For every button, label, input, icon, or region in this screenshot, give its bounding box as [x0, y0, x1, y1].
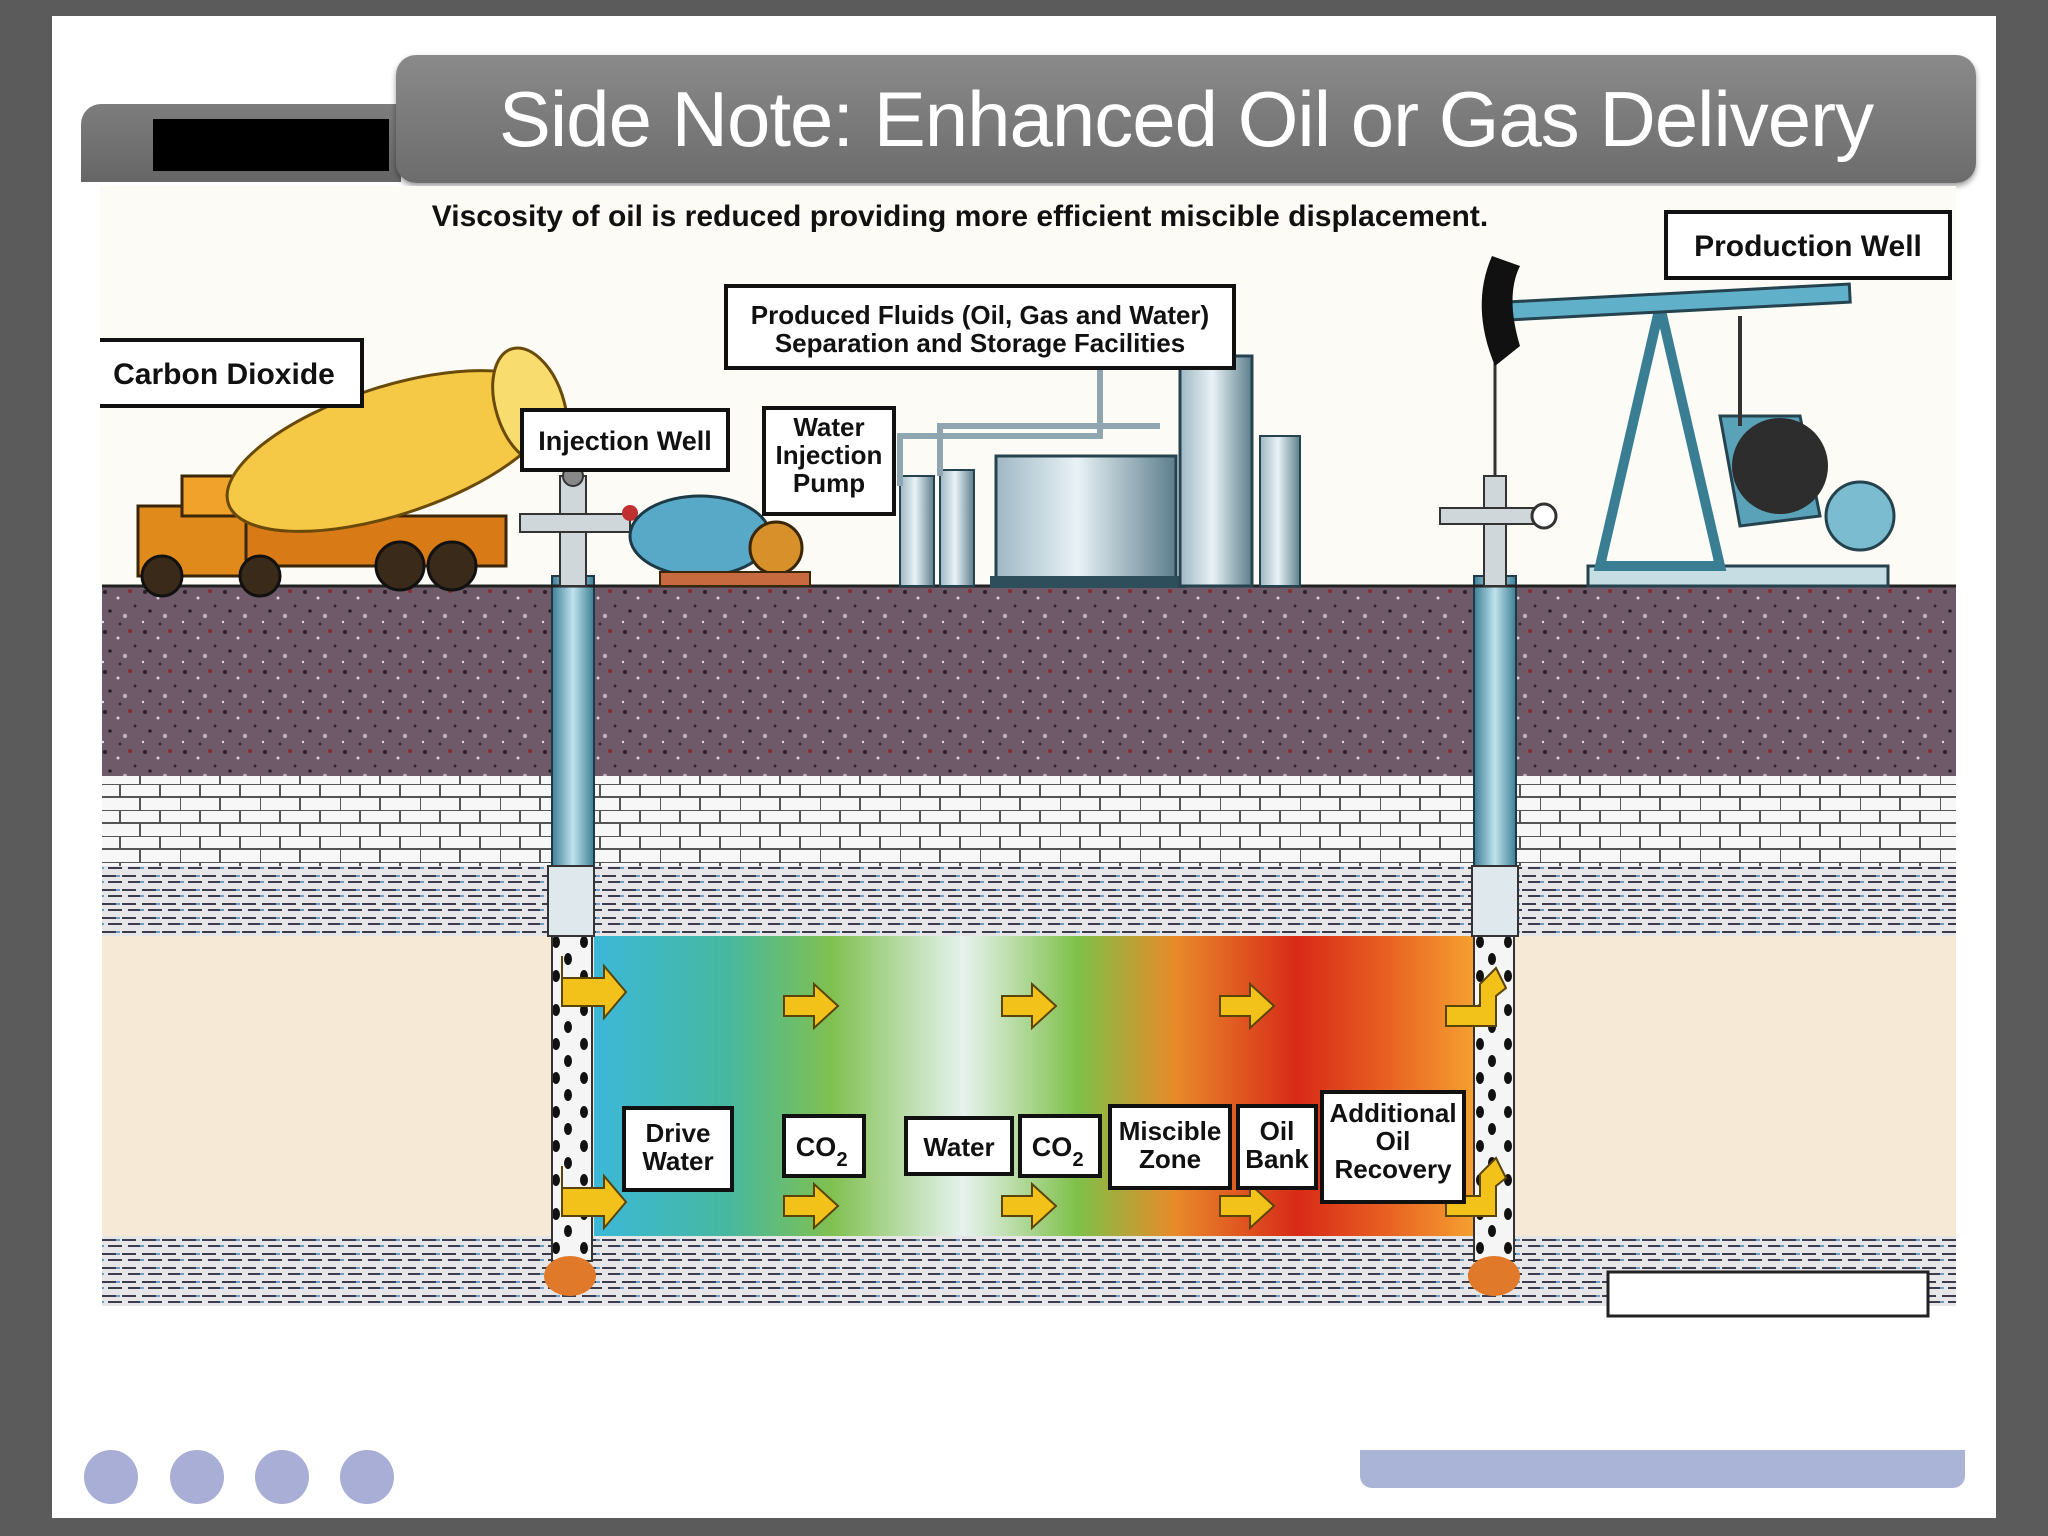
svg-text:Water: Water [923, 1132, 994, 1162]
water-injection-pump [628, 494, 811, 587]
nav-dot [255, 1450, 309, 1504]
flow-arrows [561, 956, 1508, 1231]
arrow-icon [783, 1181, 840, 1231]
zone-label-drive-water: Drive Water [622, 1106, 734, 1192]
svg-text:CO: CO [1032, 1132, 1073, 1162]
pumpjack [1481, 256, 1896, 588]
rock-layer [102, 586, 1956, 776]
zone-label-co2-1: CO 2 [782, 1114, 866, 1178]
zone-label-additional-oil-recovery: Additional Oil Recovery [1320, 1090, 1466, 1204]
diagram-caption: Viscosity of oil is reduced providing mo… [432, 200, 1488, 233]
svg-text:Bank: Bank [1245, 1144, 1309, 1174]
svg-text:Drive: Drive [645, 1118, 710, 1148]
label-carbon-dioxide: Carbon Dioxide [100, 338, 364, 408]
svg-text:Additional: Additional [1329, 1098, 1456, 1128]
svg-text:2: 2 [836, 1149, 847, 1171]
arrow-icon [1445, 966, 1508, 1027]
svg-text:Water: Water [793, 412, 864, 442]
svg-text:Injection Well: Injection Well [538, 426, 712, 456]
injection-wellhead [519, 465, 638, 587]
arrow-icon [561, 956, 628, 1021]
arrow-icon [1001, 981, 1058, 1031]
zone-label-water: Water [904, 1116, 1014, 1176]
zone-label-oil-bank: Oil Bank [1236, 1104, 1318, 1190]
svg-text:Production Well: Production Well [1694, 230, 1922, 263]
label-water-injection-pump: Water Injection Pump [762, 406, 896, 516]
label-produced-fluids: Produced Fluids (Oil, Gas and Water) Sep… [724, 284, 1236, 370]
slide-title: Side Note: Enhanced Oil or Gas Delivery [498, 75, 1874, 163]
label-production-well: Production Well [1664, 210, 1952, 280]
svg-text:Water: Water [642, 1146, 713, 1176]
svg-text:Produced Fluids (Oil, Gas and: Produced Fluids (Oil, Gas and Water) [751, 300, 1209, 330]
svg-text:Oil: Oil [1260, 1116, 1295, 1146]
svg-text:Oil: Oil [1376, 1126, 1411, 1156]
eor-diagram: Viscosity of oil is reduced providing mo… [100, 186, 1956, 1318]
svg-text:Pump: Pump [793, 468, 865, 498]
shale-layer-top [102, 866, 1956, 936]
nav-dot [84, 1450, 138, 1504]
svg-text:Injection: Injection [776, 440, 883, 470]
zone-label-miscible-zone: Miscible Zone [1108, 1104, 1232, 1190]
svg-text:Separation and Storage Facilit: Separation and Storage Facilities [775, 328, 1185, 358]
redacted-box [153, 119, 389, 171]
arrow-icon [1001, 1181, 1058, 1231]
footer-bar [1360, 1450, 1965, 1488]
svg-text:2: 2 [1072, 1149, 1083, 1171]
arrow-icon [1219, 981, 1276, 1031]
svg-text:Miscible: Miscible [1119, 1116, 1222, 1146]
arrow-icon [783, 981, 840, 1031]
svg-text:Zone: Zone [1139, 1144, 1201, 1174]
brick-layer [102, 776, 1956, 866]
svg-text:CO: CO [796, 1132, 837, 1162]
svg-text:Recovery: Recovery [1334, 1154, 1452, 1184]
arrow-icon [561, 1166, 628, 1231]
nav-dot [340, 1450, 394, 1504]
zone-label-co2-2: CO 2 [1018, 1114, 1102, 1178]
co2-truck [136, 346, 569, 598]
label-injection-well: Injection Well [520, 408, 730, 472]
arrow-icon [1219, 1181, 1276, 1231]
title-bar: Side Note: Enhanced Oil or Gas Delivery [396, 55, 1976, 183]
nav-dot [170, 1450, 224, 1504]
svg-text:Carbon Dioxide: Carbon Dioxide [113, 358, 335, 391]
